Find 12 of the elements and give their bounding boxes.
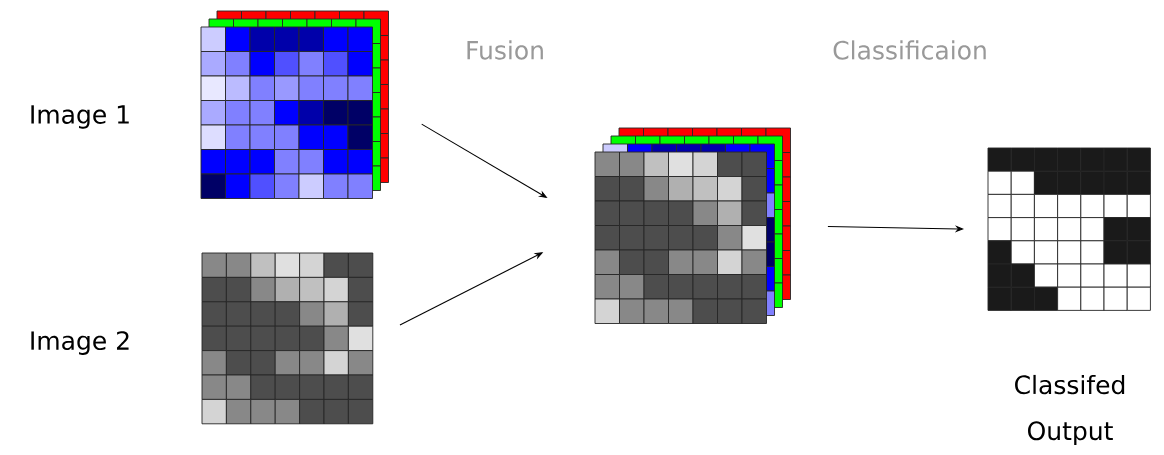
- pixel-grid-drawing: [594, 127, 791, 324]
- label-text: Image 2: [31, 331, 129, 355]
- arrow: [827, 226, 964, 232]
- label-text: Image 1: [31, 105, 129, 129]
- pixel-grid-drawing: [200, 10, 389, 199]
- caption-text: Classifed Output: [1015, 374, 1125, 446]
- arrow: [421, 123, 547, 198]
- pixel-grid-drawing: [201, 252, 374, 425]
- pixel-grid-drawing: [987, 147, 1151, 311]
- label-text: Classificaion: [833, 40, 986, 60]
- arrow: [399, 252, 543, 326]
- label-text: Fusion: [467, 40, 543, 60]
